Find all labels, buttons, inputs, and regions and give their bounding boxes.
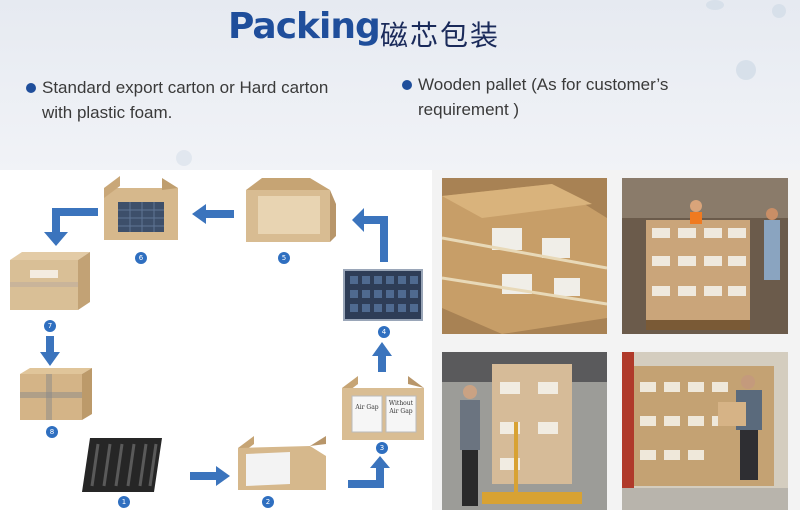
carton-with-inserts-image: Air Gap Without Air Gap [340,376,426,442]
header-banner: Packing 磁芯包装 Standard export carton or H… [0,0,800,170]
packing-process-diagram: 6 5 7 8 [0,170,432,510]
core-tray-image [343,269,423,321]
step-badge-1: 1 [118,496,130,508]
arrow-left-icon [192,204,234,224]
sealed-carton-image [20,368,92,420]
step-badge-5: 5 [278,252,290,264]
arrow-right-icon [190,466,230,486]
step-badge-8: 8 [46,426,58,438]
pallet-photo-grid [432,170,800,510]
wrapped-pallet-jack-photo [442,352,607,510]
black-core-tray-image [82,438,162,492]
bullet-dot-icon [402,80,412,90]
arrow-up-icon [372,342,392,372]
workers-pallet-photo [622,178,788,334]
arrow-down-icon [40,336,60,366]
decorative-circle [772,4,786,18]
empty-open-carton-image [246,178,336,242]
arrow-elbow-right-up-icon [348,456,390,488]
step-badge-3: 3 [376,442,388,454]
bullet-pallet: Wooden pallet (As for customer’s require… [402,72,718,122]
insert-label-air-gap-2: Air Gap [389,408,413,415]
step-badge-7: 7 [44,320,56,332]
decorative-circle [706,0,724,10]
open-carton-with-tray-image [104,176,178,240]
bullet-pallet-line1: Wooden pallet (As for customer’s [418,75,669,94]
bullet-carton: Standard export carton or Hard carton wi… [26,75,382,125]
closed-carton-image [10,252,90,310]
page-title-chinese: 磁芯包装 [380,19,501,52]
insert-label-without: Without [388,400,414,407]
decorative-circle [736,60,756,80]
page-title: Packing [228,6,381,47]
bullet-carton-line2: with plastic foam. [42,103,173,122]
insert-label-air-gap: Air Gap [355,404,379,411]
step-badge-6: 6 [135,252,147,264]
arrow-elbow-up-icon [352,208,388,262]
bullet-carton-line1: Standard export carton or Hard carton [42,78,329,97]
step-badge-4: 4 [378,326,390,338]
carton-with-foam-image [238,436,326,490]
arrow-elbow-down-icon [44,208,98,246]
container-loading-photo [622,352,788,510]
strapped-cartons-photo [442,178,607,334]
bullet-pallet-line2: requirement ) [418,100,520,119]
bullet-dot-icon [26,83,36,93]
step-badge-2: 2 [262,496,274,508]
decorative-circle [176,150,192,166]
